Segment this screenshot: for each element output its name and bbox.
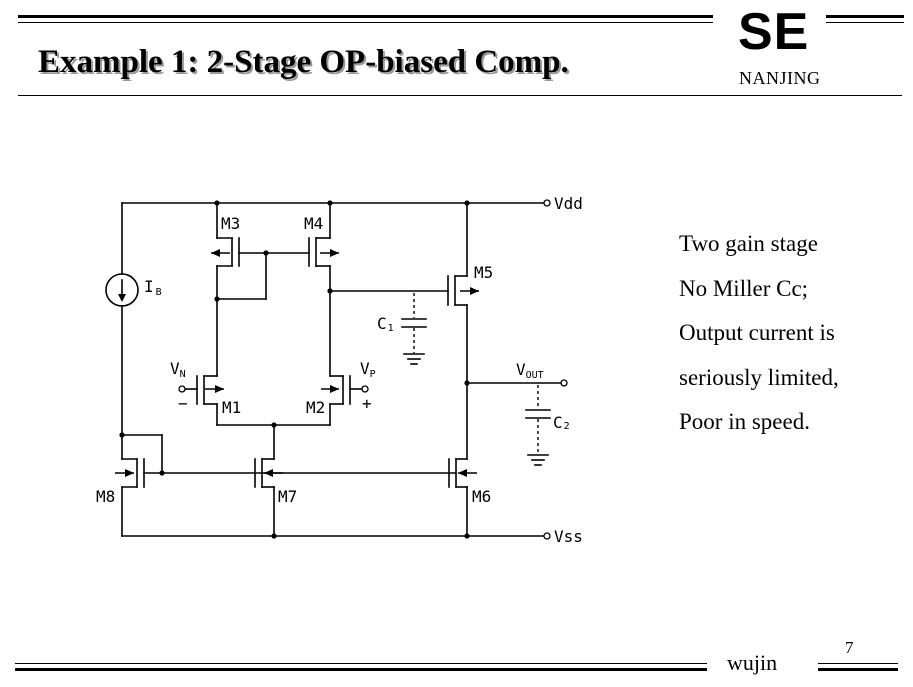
author: wujin <box>727 650 778 675</box>
header-rule-logo-thin <box>826 22 904 23</box>
header-underline <box>18 95 902 96</box>
circuit-terminals <box>178 199 568 540</box>
circuit-wires <box>105 202 562 537</box>
header-rule-thick <box>18 15 713 18</box>
logo-subtext: NANJING <box>739 68 821 88</box>
note-line: No Miller Cc; <box>679 275 809 301</box>
vp-sign: + <box>362 394 372 413</box>
m1-label: M1 <box>222 398 241 417</box>
circuit-nodes <box>119 200 470 539</box>
header-rule-thin <box>18 22 713 23</box>
c1-label: C1 <box>377 314 394 334</box>
m8-label: M8 <box>96 487 115 506</box>
header-rule-logo-thick <box>826 15 904 18</box>
note-line: Poor in speed. <box>679 409 810 434</box>
vout-label: VOUT <box>516 360 544 381</box>
vn-label: VN <box>170 359 186 380</box>
m4-label: M4 <box>304 214 323 233</box>
vn-sign: − <box>178 394 188 413</box>
footer-rule-right-thick <box>818 668 898 671</box>
m6-label: M6 <box>472 487 491 506</box>
note-line: seriously limited, <box>679 364 839 390</box>
page-number: 7 <box>845 638 854 657</box>
m5-label: M5 <box>474 263 493 282</box>
footer-rule-thick <box>15 668 707 671</box>
note-line: Output current is <box>679 320 835 345</box>
footer-rule-thin <box>15 663 707 664</box>
slide-title: Example 1: 2-Stage OP-biased Comp. <box>38 44 569 80</box>
vp-label: VP <box>360 359 376 380</box>
logo-se: SE <box>738 3 810 61</box>
vdd-label: Vdd <box>554 194 583 213</box>
m2-label: M2 <box>306 398 325 417</box>
m3-label: M3 <box>221 214 240 233</box>
footer-rule-right-thin <box>818 663 898 664</box>
vss-label: Vss <box>554 527 583 546</box>
c2-label: C2 <box>553 413 570 432</box>
arrow-stems <box>115 252 479 474</box>
note-line: Two gain stage <box>679 231 818 256</box>
slide-notes: Two gain stage No Miller Cc; Output curr… <box>679 222 839 445</box>
capacitor-leads <box>413 293 539 454</box>
m7-label: M7 <box>278 487 297 506</box>
